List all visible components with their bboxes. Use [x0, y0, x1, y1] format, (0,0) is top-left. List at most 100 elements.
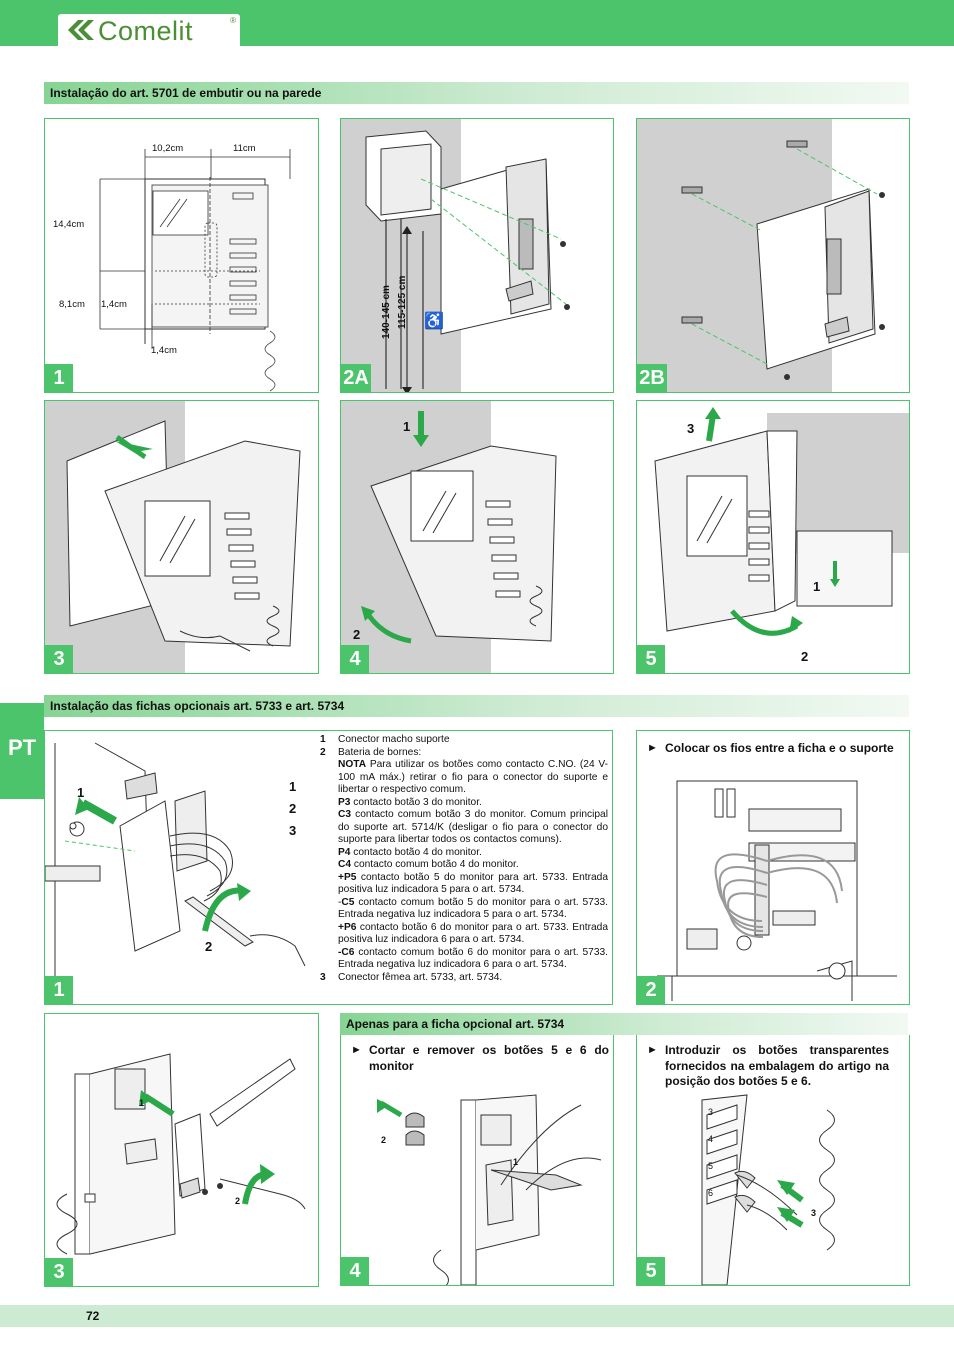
legend-item: 2 Bateria de bornes: [320, 747, 608, 760]
section-cards-title: Instalação das fichas opcionais art. 573… [50, 699, 345, 713]
callout-2: 2 [235, 1196, 241, 1206]
panel-step-2a: 140-145 cm 115-125 cm ♿ 2A [340, 118, 614, 393]
bullet-text: Colocar os fios entre a ficha e o suport… [665, 741, 894, 755]
brand-name: Comelit [98, 16, 194, 46]
step-number: 5 [637, 645, 665, 673]
card-insert-drawing [56, 1053, 306, 1255]
callout-1: 1 [813, 579, 821, 594]
wall-box-mounting-drawing [341, 119, 570, 392]
callout-3: 3 [811, 1208, 817, 1218]
wall-mounting-drawing [637, 119, 885, 392]
page-number: 72 [86, 1309, 100, 1323]
callout-2: 2 [353, 627, 361, 642]
language-tab-label: PT [8, 735, 37, 760]
callout-6: 6 [708, 1188, 714, 1198]
legend-item: P4 contacto botão 4 do monitor. [320, 847, 608, 860]
legend-text: -C5 contacto comum botão 5 do monitor pa… [338, 896, 608, 921]
callout-1: 1 [139, 1098, 145, 1108]
legend-item: +P6 contacto botão 6 do monitor para o a… [320, 922, 608, 947]
monitor-lock-drawing [341, 401, 557, 673]
callout-3: 3 [708, 1107, 714, 1117]
legend-text: NOTA Para utilizar os botões como contac… [338, 759, 608, 795]
card-connector-drawing [45, 742, 306, 986]
brand-logo: Comelit ® [58, 14, 240, 46]
monitor-dimensions-drawing [99, 149, 291, 392]
legend-text: P4 contacto botão 4 do monitor. [338, 846, 482, 858]
wheelchair-icon: ♿ [424, 313, 444, 330]
callout-1: 1 [289, 779, 297, 794]
footer-bar: 72 [0, 1305, 954, 1327]
panel-step-2b: 2B [636, 118, 910, 393]
callout-3: 3 [687, 421, 695, 436]
bullet-wires: ► Colocar os fios entre a ficha e o supo… [647, 741, 897, 757]
legend-item: P3 contacto botão 3 do monitor. [320, 797, 608, 810]
section-card5734-header: Apenas para a ficha opcional art. 5734 [340, 1013, 908, 1035]
height-range-a: 140-145 cm [381, 285, 392, 339]
monitor-hook-drawing [45, 401, 301, 673]
panel-card-step-2: ► Colocar os fios entre a ficha e o supo… [636, 730, 910, 1005]
panel-step-3: 3 [44, 400, 319, 674]
panel-card-step-5: ► Introduzir os botões transparentes for… [636, 1035, 910, 1286]
callout-2: 2 [289, 801, 297, 816]
step-number: 3 [45, 645, 73, 673]
legend-number: 3 [320, 971, 326, 983]
monitor-release-drawing [654, 407, 909, 636]
bullet-text: Cortar e remover os botões 5 e 6 do moni… [369, 1043, 609, 1073]
section-install-header: Instalação do art. 5701 de embutir ou na… [44, 82, 909, 104]
legend-text: +P5 contacto botão 5 do monitor para art… [338, 871, 608, 896]
callout-4: 4 [708, 1134, 714, 1144]
dim-depth-2: 1,4cm [151, 345, 177, 356]
legend-text: Conector macho suporte [338, 734, 450, 745]
legend-item: -C5 contacto comum botão 5 do monitor pa… [320, 897, 608, 922]
callout-1: 1 [513, 1157, 519, 1167]
section-install-title: Instalação do art. 5701 de embutir ou na… [50, 86, 322, 100]
language-tab: PT [0, 703, 44, 799]
dim-height-2: 8,1cm [59, 299, 85, 310]
legend-item: 3 Conector fêmea art. 5733, art. 5734. [320, 972, 608, 985]
bullet-arrow-icon: ► [647, 742, 658, 754]
callout-3: 3 [289, 823, 297, 838]
step-number: 1 [45, 976, 73, 1004]
legend-text: C4 contacto comum botão 4 do monitor. [338, 859, 519, 870]
bullet-arrow-icon: ► [351, 1044, 362, 1056]
dim-width-2: 11cm [233, 143, 256, 154]
button-cut-drawing [377, 1094, 602, 1285]
dim-height-1: 14,4cm [53, 219, 85, 230]
step-number: 2A [341, 364, 371, 392]
legend-text: C3 contacto comum botão 3 do monitor. Co… [338, 809, 608, 845]
comelit-mark-icon [68, 20, 94, 40]
panel-step-5: 3 1 2 5 [636, 400, 910, 674]
height-range-b: 115-125 cm [397, 275, 408, 329]
bullet-cut-buttons: ► Cortar e remover os botões 5 e 6 do mo… [351, 1043, 609, 1074]
bullet-insert-buttons: ► Introduzir os botões transparentes for… [647, 1043, 889, 1090]
button-insert-drawing [701, 1094, 835, 1285]
legend-item: NOTA Para utilizar os botões como contac… [320, 759, 608, 797]
legend-item: +P5 contacto botão 5 do monitor para art… [320, 872, 608, 897]
brand-reg: ® [230, 16, 236, 25]
legend-item: C4 contacto comum botão 4 do monitor. [320, 859, 608, 872]
legend-text: +P6 contacto botão 6 do monitor para o a… [338, 921, 608, 946]
section-cards-header: Instalação das fichas opcionais art. 573… [44, 695, 909, 717]
step-number: 4 [341, 645, 369, 673]
legend-text: Bateria de bornes: [338, 746, 422, 758]
panel-card-step-1: 1 1 2 3 2 1 [44, 730, 613, 1005]
panel-step-4: 1 2 4 [340, 400, 614, 674]
step-number: 4 [341, 1257, 369, 1285]
callout-2: 2 [205, 939, 213, 954]
legend-item: -C6 contacto comum botão 6 do monitor pa… [320, 947, 608, 972]
legend-text: P3 contacto botão 3 do monitor. [338, 796, 482, 808]
legend-number: 2 [320, 746, 326, 758]
legend-text: Conector fêmea art. 5733, art. 5734. [338, 971, 503, 983]
callout-2: 2 [801, 649, 809, 664]
card-wiring-drawing [657, 780, 897, 1001]
step-number: 2 [637, 976, 665, 1004]
step-number: 5 [637, 1257, 665, 1285]
callout-5: 5 [708, 1161, 714, 1171]
panel-card-step-4: ► Cortar e remover os botões 5 e 6 do mo… [340, 1035, 614, 1286]
callout-1: 1 [77, 785, 85, 800]
section-card5734-title: Apenas para a ficha opcional art. 5734 [346, 1017, 565, 1031]
callout-1: 1 [403, 419, 411, 434]
legend-text: -C6 contacto comum botão 6 do monitor pa… [338, 946, 608, 971]
